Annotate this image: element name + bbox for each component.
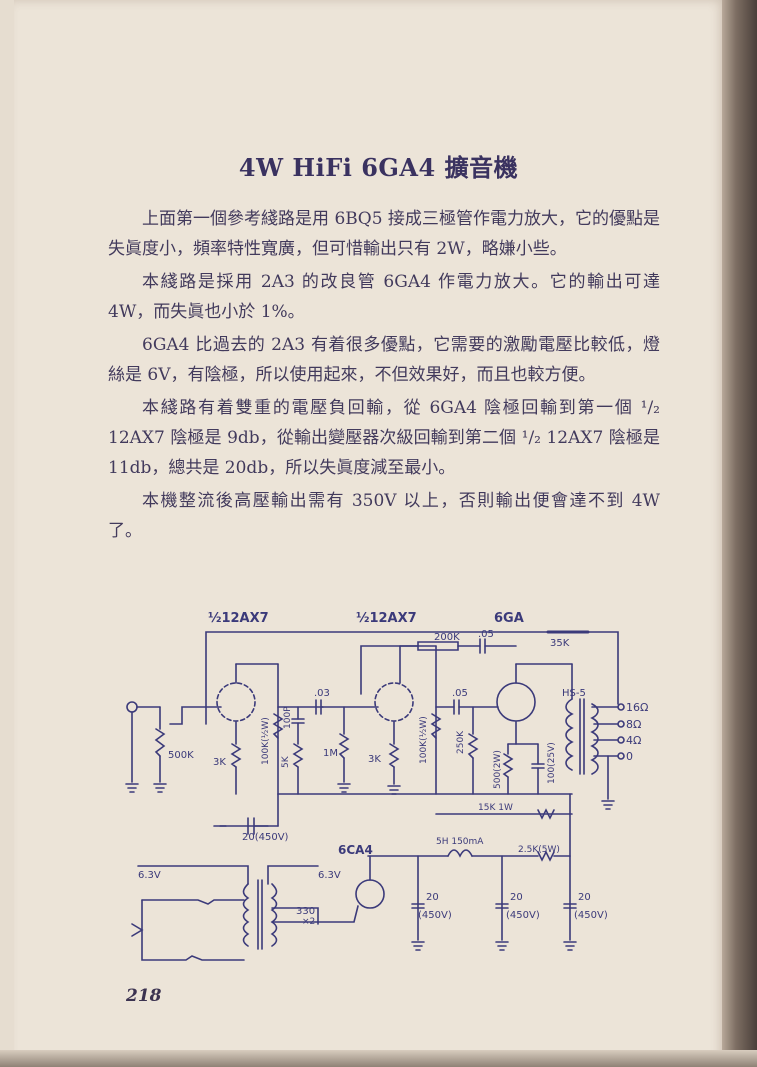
resistor-200k bbox=[417, 641, 459, 651]
g3-label: 250K bbox=[456, 730, 466, 754]
k3r-label: 500(2W) bbox=[493, 750, 503, 789]
out0-label: 0 bbox=[626, 750, 633, 763]
fc2v-label: (450V) bbox=[506, 910, 540, 921]
r1m-label: 1M bbox=[323, 748, 338, 759]
k2-label: 3K bbox=[368, 754, 381, 765]
book-page bbox=[14, 0, 726, 1067]
r-drop-label: 2.5K(5W) bbox=[518, 845, 560, 855]
page-bottom-edge bbox=[0, 1050, 757, 1067]
tube3-envelope bbox=[496, 682, 536, 722]
vol-label: 500K bbox=[168, 750, 194, 761]
rectifier-tube bbox=[355, 879, 385, 909]
b1-label: 15K 1W bbox=[478, 803, 513, 813]
tube1-envelope bbox=[216, 682, 256, 722]
rl2-label: 100K(½W) bbox=[419, 716, 429, 764]
dec-c-label: 20(450V) bbox=[242, 832, 289, 843]
terminal-0 bbox=[617, 752, 625, 760]
tube2-envelope bbox=[374, 682, 414, 722]
amplifier-schematic: ½12AX7 ½12AX7 6GA 200K .05 35K 500K 3K 1… bbox=[118, 604, 648, 968]
fc3v-label: (450V) bbox=[574, 910, 608, 921]
fc3-label: 20 bbox=[578, 892, 591, 903]
f1-label: 6.3V bbox=[138, 870, 161, 881]
paragraph: 6GA4 比過去的 2A3 有着很多優點，它需要的激勵電壓比較低，燈絲是 6V，… bbox=[108, 335, 660, 385]
page-number: 218 bbox=[126, 986, 162, 1006]
out8-label: 8Ω bbox=[626, 718, 641, 731]
tube2-label: ½12AX7 bbox=[356, 611, 417, 626]
k3c-label: 100(25V) bbox=[547, 742, 557, 784]
fc1v-label: (450V) bbox=[418, 910, 452, 921]
out16-label: 16Ω bbox=[626, 701, 648, 714]
k1-label: 3K bbox=[213, 757, 226, 768]
fb-r-label: 200K bbox=[434, 632, 460, 643]
choke-coil bbox=[447, 849, 473, 858]
power-xfmr-primary bbox=[242, 883, 250, 947]
paragraph: 本綫路有着雙重的電壓負回輸，從 6GA4 陰極回輸到第一個 ¹/₂ 12AX7 … bbox=[108, 398, 660, 478]
paragraph: 本機整流後高壓輸出需有 350V 以上，否則輸出便會達不到 4W 了。 bbox=[108, 491, 660, 541]
volume-pot bbox=[154, 728, 166, 757]
fb-c-label: .05 bbox=[478, 629, 494, 640]
c1-label: .03 bbox=[314, 688, 330, 699]
terminal-4 bbox=[617, 736, 625, 744]
rl1-label: 100K(½W) bbox=[261, 717, 271, 765]
choke-label: 5H 150mA bbox=[436, 837, 484, 847]
xfmr-primary bbox=[565, 698, 574, 771]
xfmr-secondary bbox=[590, 703, 599, 775]
c2-label: .05 bbox=[452, 688, 468, 699]
book-spine bbox=[722, 0, 757, 1067]
paragraph: 本綫路是採用 2A3 的改良管 6GA4 作電力放大。它的輸出可達 4W，而失眞… bbox=[108, 272, 660, 322]
terminal-8 bbox=[617, 720, 625, 728]
article-body: 上面第一個參考綫路是用 6BQ5 接成三極管作電力放大，它的優點是失眞度小，頻率… bbox=[108, 204, 660, 549]
hv-label: 330 bbox=[296, 906, 315, 917]
f2-label: 6.3V bbox=[318, 870, 341, 881]
terminal-16 bbox=[617, 703, 625, 711]
input-jack bbox=[126, 701, 138, 713]
r5k-label: 5K bbox=[281, 755, 291, 768]
fb-r2-label: 35K bbox=[550, 638, 570, 649]
power-xfmr-secondary bbox=[270, 883, 278, 947]
fc1-label: 20 bbox=[426, 892, 439, 903]
paragraph: 上面第一個參考綫路是用 6BQ5 接成三極管作電力放大，它的優點是失眞度小，頻率… bbox=[108, 209, 660, 259]
tube3-label: 6GA bbox=[494, 611, 524, 626]
fc2-label: 20 bbox=[510, 892, 523, 903]
out4-label: 4Ω bbox=[626, 734, 641, 747]
c100p-label: 100P bbox=[283, 706, 293, 729]
rectifier-label: 6CA4 bbox=[338, 843, 373, 857]
power-plug bbox=[131, 923, 144, 937]
output-xfmr-label: HS-5 bbox=[562, 688, 586, 699]
tube1-label: ½12AX7 bbox=[208, 611, 269, 626]
schematic-svg: ½12AX7 ½12AX7 6GA 200K .05 35K 500K 3K 1… bbox=[125, 611, 648, 961]
ground-symbols bbox=[125, 783, 615, 951]
page-title: 4W HiFi 6GA4 擴音機 bbox=[238, 153, 519, 182]
